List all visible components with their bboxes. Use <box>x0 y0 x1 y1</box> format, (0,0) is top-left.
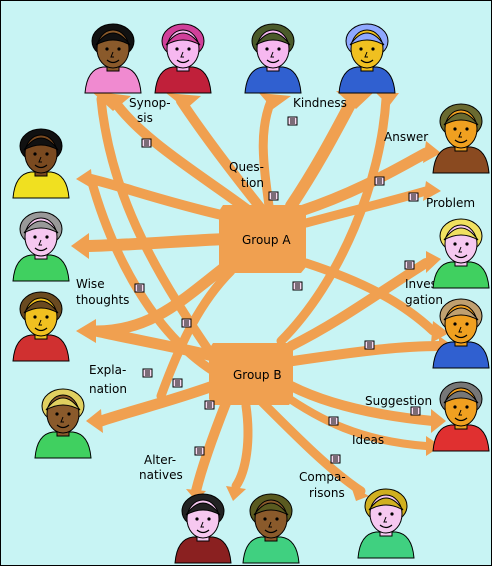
label-question-2: tion <box>241 176 264 190</box>
channel-b-suggestion <box>286 381 438 426</box>
label-answer: Answer <box>384 130 428 144</box>
label-comparisons-2: risons <box>309 486 345 500</box>
person-left-3 <box>12 291 70 362</box>
arrow-heads <box>71 91 453 501</box>
hub-b-label: Group B <box>233 368 282 382</box>
person-top-1 <box>84 23 142 94</box>
channel-b-comparisons <box>256 396 366 496</box>
person-top-4 <box>338 23 396 94</box>
channel-a-question <box>258 96 276 211</box>
person-right-1 <box>432 103 490 174</box>
person-left-4 <box>34 388 92 459</box>
channel-labels: Synop- sis Kindness Ques- tion Answer Pr… <box>76 96 475 500</box>
label-wise-2: thoughts <box>76 293 129 307</box>
label-alternatives-2: natives <box>139 468 183 482</box>
channel-b-left-3 <box>90 325 219 362</box>
channel-a-top-2 <box>176 96 268 216</box>
label-ideas: Ideas <box>352 433 384 447</box>
people <box>12 23 490 564</box>
channel-b-bottom-2 <box>231 401 253 491</box>
person-bottom-2 <box>242 493 300 564</box>
hub-group-b: Group B <box>209 343 293 405</box>
channel-b-invest <box>286 258 431 351</box>
channel-b-up-right <box>276 94 391 346</box>
channel-b-up-left <box>96 94 221 366</box>
person-top-2 <box>154 23 212 94</box>
hub-group-a: Group A <box>219 205 306 273</box>
label-problem: Problem <box>426 196 475 210</box>
hub-a-label: Group A <box>242 233 291 247</box>
person-bottom-3 <box>357 488 415 559</box>
channel-b-right <box>288 341 444 366</box>
person-right-2 <box>432 218 490 289</box>
channel-a-left-2 <box>83 233 232 252</box>
label-alternatives-1: Alter- <box>144 453 176 467</box>
channel-b-explanation <box>95 380 219 427</box>
channel-b-ideas <box>277 389 430 450</box>
communication-channels <box>83 93 444 496</box>
person-right-4 <box>432 381 490 452</box>
person-left-2 <box>12 211 70 282</box>
label-synopsis-2: sis <box>137 111 153 125</box>
channel-a-top-4 <box>285 93 359 212</box>
label-comparisons-1: Compa- <box>299 470 346 484</box>
channel-a-top-1 <box>108 94 261 221</box>
label-synopsis-1: Synop- <box>129 96 171 110</box>
label-explanation-2: nation <box>89 382 127 396</box>
label-question-1: Ques- <box>229 160 264 174</box>
label-suggestion: Suggestion <box>365 394 432 408</box>
label-kindness: Kindness <box>293 96 347 110</box>
person-right-3 <box>432 298 490 369</box>
label-investigation-2: gation <box>405 293 443 307</box>
channel-b-alternatives <box>191 398 231 496</box>
label-explanation-1: Expla- <box>89 363 126 377</box>
label-wise-1: Wise <box>76 277 105 291</box>
channel-a-left-1 <box>86 174 231 221</box>
person-left-1 <box>12 128 70 199</box>
person-bottom-1 <box>174 493 232 564</box>
person-top-3 <box>244 23 302 94</box>
